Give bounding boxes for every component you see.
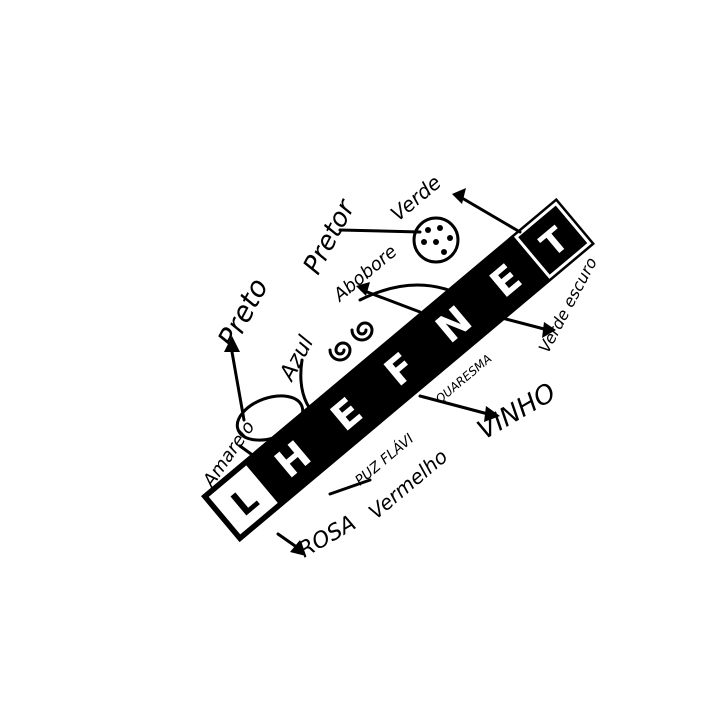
tile-right-end (513, 201, 592, 279)
label-preto: Preto (211, 273, 275, 354)
letter-band: L H E F N E T (200, 197, 596, 543)
tile-left-end (204, 461, 283, 539)
oval-loop (235, 394, 305, 442)
leader-lines (224, 188, 556, 556)
label-rosa: ROSA (295, 511, 361, 563)
label-pretor: Pretor (298, 193, 363, 279)
band-outline (200, 197, 596, 543)
dotted-circle (412, 216, 460, 264)
spiral-ornaments (328, 321, 374, 362)
label-azul: Azul (274, 332, 319, 387)
label-vinho: VINHO (473, 378, 562, 446)
